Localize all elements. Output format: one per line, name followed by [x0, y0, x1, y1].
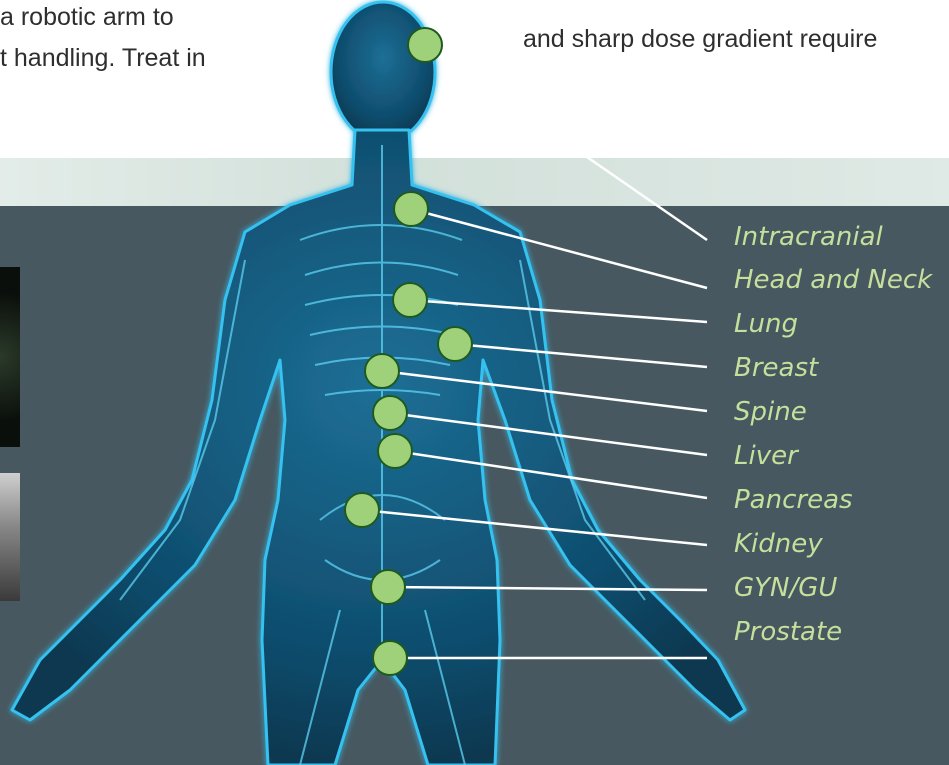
- site-marker-head-and-neck: [393, 191, 429, 227]
- leader-line-spine: [382, 371, 707, 411]
- site-label-liver: Liver: [734, 441, 798, 471]
- site-marker-kidney: [344, 492, 380, 528]
- leader-line-lung: [410, 300, 707, 322]
- leader-line-pancreas: [395, 451, 707, 498]
- site-marker-spine: [364, 353, 400, 389]
- leader-line-head-and-neck: [411, 209, 707, 288]
- site-marker-pancreas: [377, 433, 413, 469]
- site-marker-prostate: [372, 640, 408, 676]
- leader-line-intracranial: [425, 45, 707, 240]
- leader-line-gyn-gu: [388, 587, 707, 590]
- site-label-gyn-gu: GYN/GU: [734, 573, 837, 603]
- leader-line-liver: [390, 413, 707, 455]
- site-marker-lung: [392, 282, 428, 318]
- site-label-pancreas: Pancreas: [734, 485, 853, 515]
- site-label-kidney: Kidney: [734, 529, 823, 559]
- leader-line-kidney: [362, 510, 707, 545]
- leader-line-breast: [455, 344, 707, 367]
- site-marker-gyn-gu: [370, 569, 406, 605]
- site-marker-breast: [437, 326, 473, 362]
- site-marker-intracranial: [407, 27, 443, 63]
- site-label-prostate: Prostate: [734, 617, 842, 647]
- site-label-intracranial: Intracranial: [734, 222, 883, 252]
- site-label-breast: Breast: [734, 353, 818, 383]
- site-marker-liver: [372, 395, 408, 431]
- site-label-spine: Spine: [734, 397, 807, 427]
- site-label-head-and-neck: Head and Neck: [734, 265, 932, 295]
- site-label-lung: Lung: [734, 309, 798, 339]
